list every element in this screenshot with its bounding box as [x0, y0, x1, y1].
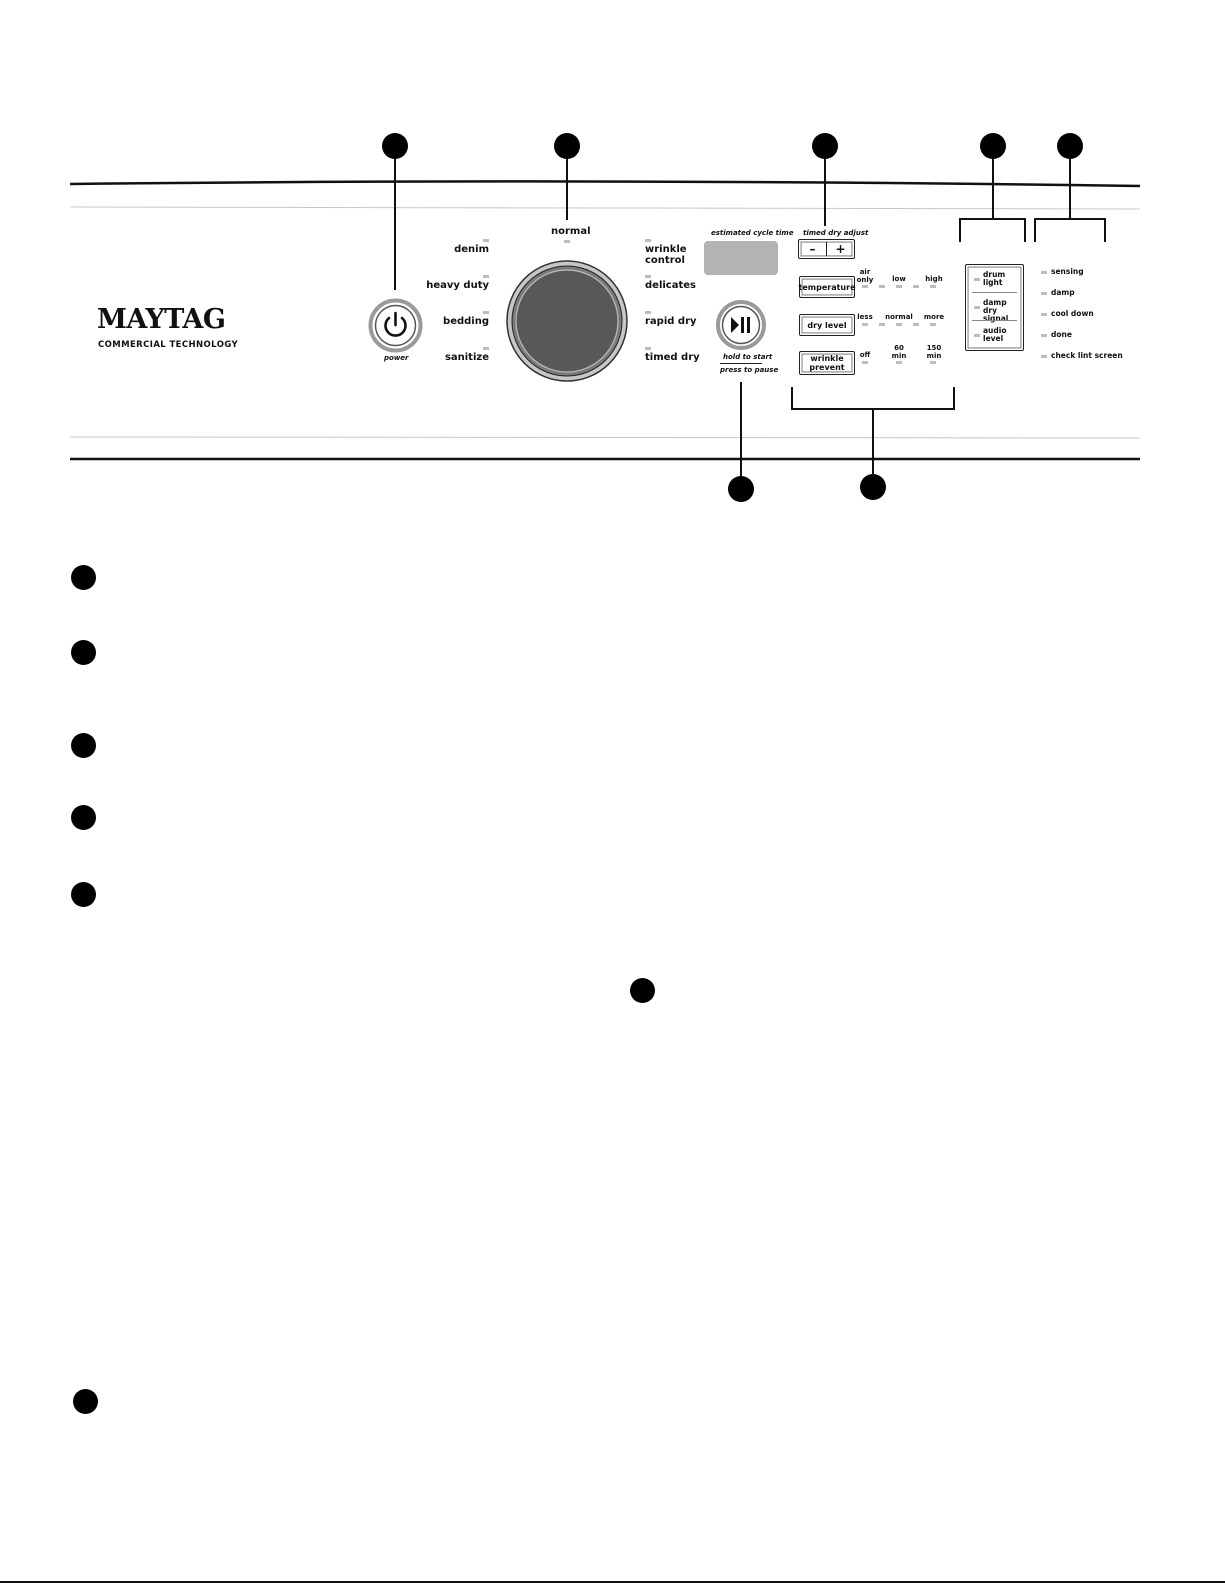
cycle-led-timed-dry — [645, 347, 651, 350]
dry-level-led-4 — [913, 323, 919, 326]
temperature-button[interactable]: temperature — [799, 276, 856, 298]
legend-marker-2 — [71, 640, 96, 665]
cycle-label-wrinkle-control[interactable]: wrinkle control — [645, 244, 687, 266]
brand-subtitle: COMMERCIAL TECHNOLOGY — [98, 340, 239, 350]
cycle-knob[interactable] — [505, 259, 629, 383]
timed-dry-divider — [826, 242, 827, 256]
temperature-level-low: low — [892, 275, 906, 283]
callout-marker-start — [728, 476, 754, 502]
cycle-label-rapid-dry[interactable]: rapid dry — [645, 316, 697, 327]
cycle-label-bedding[interactable]: bedding — [443, 316, 489, 327]
dry-level-led-2 — [879, 323, 885, 326]
legend-marker-4 — [71, 805, 96, 830]
status-led-cool-down — [1041, 313, 1047, 316]
display-label: estimated cycle time — [711, 229, 794, 237]
wrinkle-prevent-led-2 — [896, 361, 902, 364]
status-led-done — [1041, 334, 1047, 337]
temperature-led-2 — [879, 285, 885, 288]
audio-level-led — [974, 334, 980, 337]
toggle-divider-1 — [972, 292, 1017, 293]
dry-level-more: more — [923, 313, 945, 321]
temperature-led-1 — [862, 285, 868, 288]
callout-marker-power — [382, 133, 408, 159]
power-button[interactable] — [368, 298, 423, 353]
status-sensing: sensing — [1051, 267, 1084, 276]
wrinkle-prevent-led-1 — [862, 361, 868, 364]
audio-level-button[interactable]: audio level — [983, 326, 1007, 343]
drum-light-button[interactable]: drum light — [983, 270, 1006, 287]
cycle-led-delicates — [645, 275, 651, 278]
status-led-damp — [1041, 292, 1047, 295]
timed-dry-plus-button[interactable]: + — [835, 241, 846, 256]
status-led-sensing — [1041, 271, 1047, 274]
start-press-label: press to pause — [720, 366, 779, 374]
status-cool-down: cool down — [1051, 309, 1094, 318]
cycle-label-timed-dry[interactable]: timed dry — [645, 352, 700, 363]
cycle-label-delicates[interactable]: delicates — [645, 280, 696, 291]
temperature-level-air-only: air only — [856, 268, 874, 284]
callout-marker-cycle-knob — [554, 133, 580, 159]
dry-level-less: less — [857, 313, 873, 321]
drum-light-led — [974, 278, 980, 281]
dry-level-led-1 — [862, 323, 868, 326]
toggle-group — [965, 264, 1024, 351]
start-hold-label: hold to start — [723, 353, 773, 361]
legend-marker-7 — [73, 1389, 98, 1414]
cycle-time-display — [704, 241, 778, 275]
status-done: done — [1051, 330, 1072, 339]
wrinkle-prevent-button[interactable]: wrinkle prevent — [799, 351, 855, 375]
cycle-led-bedding — [483, 311, 489, 314]
legend-marker-6 — [630, 978, 655, 1003]
callout-marker-timed-dry — [812, 133, 838, 159]
callout-marker-options — [860, 474, 886, 500]
callout-marker-status — [1057, 133, 1083, 159]
status-led-check-lint-screen — [1041, 355, 1047, 358]
temperature-led-5 — [930, 285, 936, 288]
dry-level-button[interactable]: dry level — [799, 314, 855, 336]
legend-marker-5 — [71, 882, 96, 907]
temperature-led-3 — [896, 285, 902, 288]
cycle-label-heavy-duty[interactable]: heavy duty — [426, 280, 489, 291]
dry-level-led-5 — [930, 323, 936, 326]
wrinkle-prevent-60-min: 60 min — [891, 344, 907, 360]
cycle-led-heavy-duty — [483, 275, 489, 278]
cycle-led-normal — [564, 240, 570, 243]
toggle-divider-2 — [972, 320, 1017, 321]
start-divider — [720, 363, 762, 364]
cycle-led-wrinkle-control — [645, 239, 651, 242]
temperature-level-high: high — [925, 275, 943, 283]
power-label: power — [384, 354, 409, 362]
start-pause-button[interactable] — [716, 300, 766, 350]
cycle-label-sanitize[interactable]: sanitize — [444, 352, 489, 363]
power-icon — [384, 311, 407, 337]
cycle-led-sanitize — [483, 347, 489, 350]
cycle-label-denim[interactable]: denim — [454, 244, 489, 255]
callout-marker-toggles — [980, 133, 1006, 159]
status-damp: damp — [1051, 288, 1075, 297]
cycle-led-rapid-dry — [645, 311, 651, 314]
timed-dry-label: timed dry adjust — [803, 229, 869, 237]
wrinkle-prevent-off: off — [859, 351, 871, 359]
status-check-lint-screen: check lint screen — [1051, 351, 1123, 360]
dry-level-led-3 — [896, 323, 902, 326]
dry-level-normal: normal — [885, 313, 913, 321]
cycle-led-denim — [483, 239, 489, 242]
cycle-label-normal[interactable]: normal — [551, 226, 591, 237]
play-pause-icon — [731, 317, 750, 333]
legend-marker-3 — [71, 733, 96, 758]
brand-logo: MAYTAG — [97, 304, 226, 335]
legend-marker-1 — [71, 565, 96, 590]
timed-dry-adjust: – + — [798, 239, 855, 259]
damp-dry-signal-led — [974, 306, 980, 309]
damp-dry-signal-button[interactable]: damp dry signal — [983, 298, 1009, 323]
wrinkle-prevent-led-3 — [930, 361, 936, 364]
timed-dry-minus-button[interactable]: – — [809, 241, 816, 256]
wrinkle-prevent-150-min: 150 min — [926, 344, 942, 360]
temperature-led-4 — [913, 285, 919, 288]
